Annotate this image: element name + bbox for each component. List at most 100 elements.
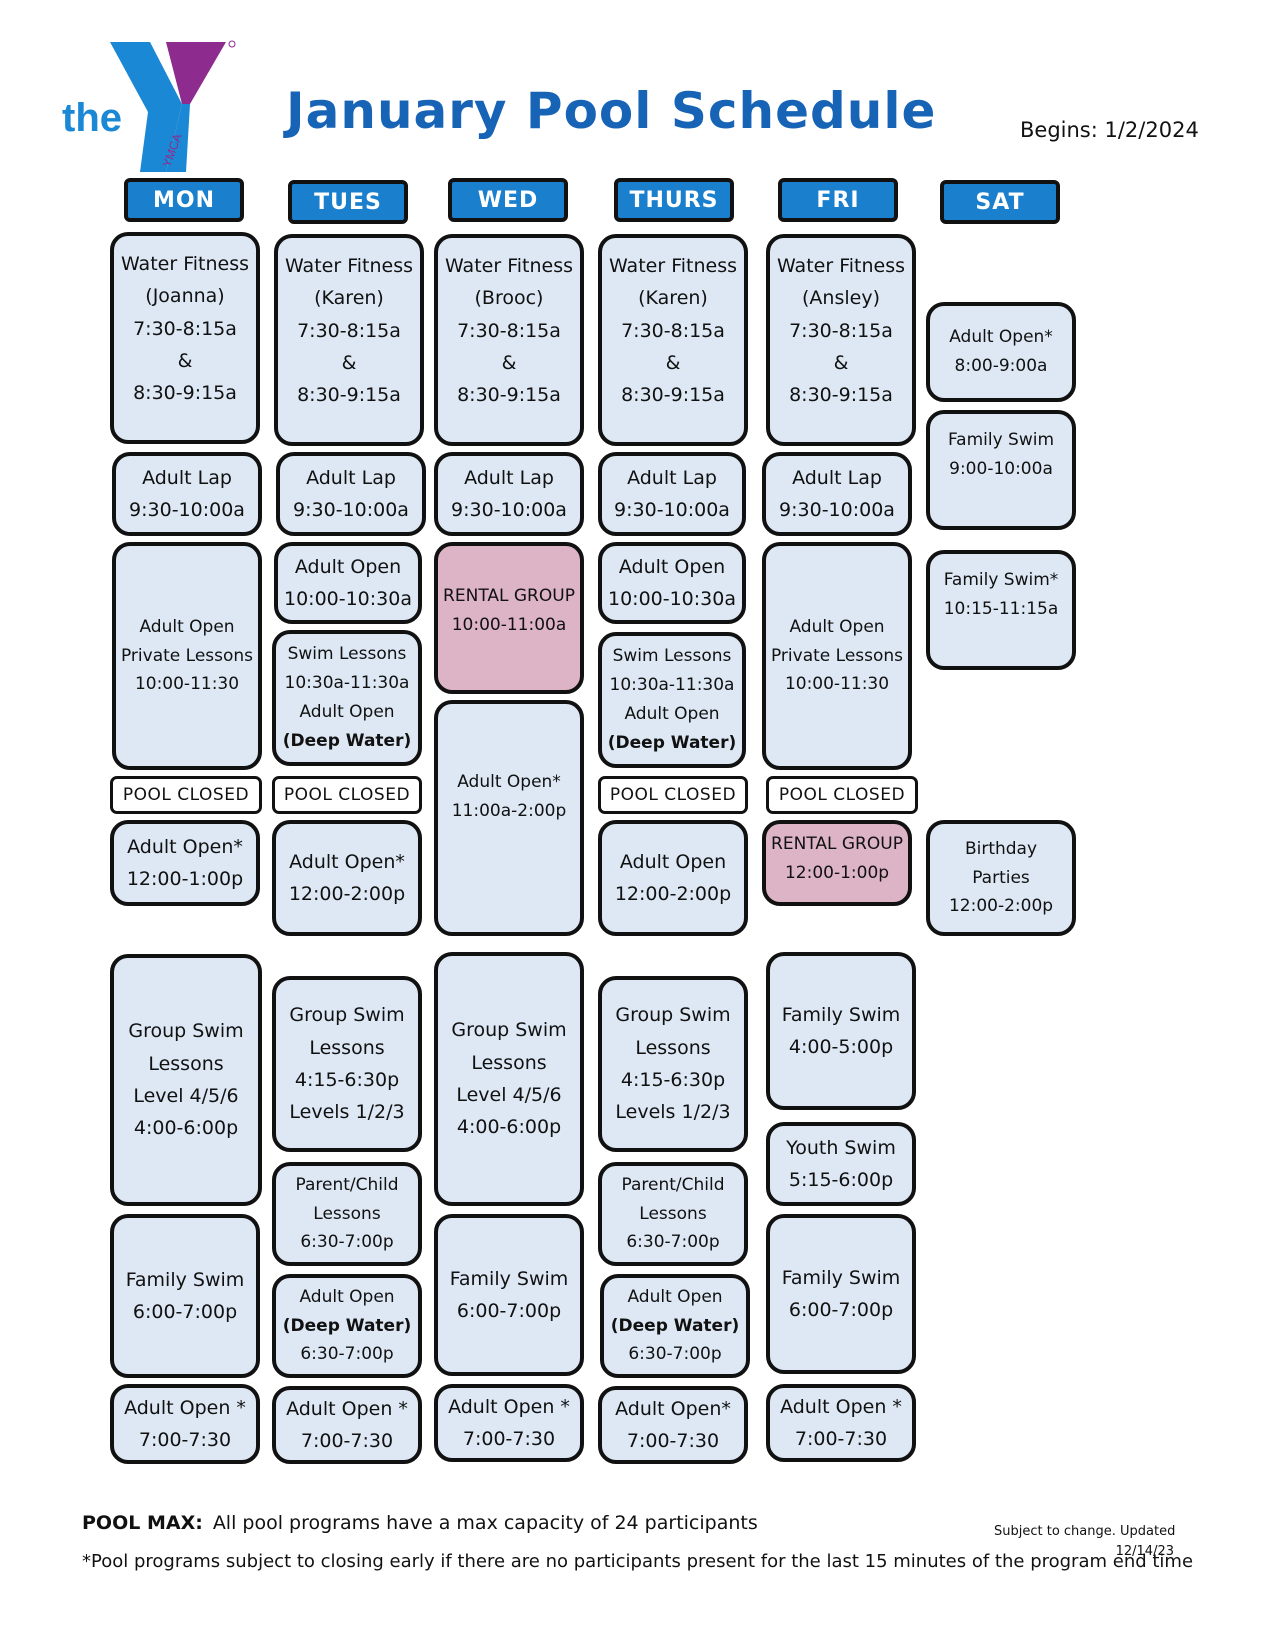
- event-line: Swim Lessons: [612, 646, 732, 667]
- event-line: Subject to change. Updated: [994, 1524, 1176, 1539]
- sat-family-swim-morning: Family Swim 9:00-10:00a: [926, 410, 1076, 530]
- event-line: 9:00-10:00a: [949, 458, 1053, 479]
- thu-water-fitness: Water Fitness(Karen)7:30-8:15a&8:30-9:15…: [598, 234, 748, 446]
- event-line: Water Fitness: [608, 255, 737, 277]
- tue-adult-open-deep: Adult Open(Deep Water)6:30-7:00p: [272, 1274, 422, 1378]
- wed-rental-group: RENTAL GROUP 10:00-11:00a: [434, 542, 584, 694]
- tue-adult-open: Adult Open 10:00-10:30a: [274, 542, 422, 624]
- event-line: 12:00-1:00p: [126, 868, 244, 890]
- event-line: 7:00-7:30: [462, 1428, 556, 1450]
- event-line: Levels 1/2/3: [615, 1101, 731, 1124]
- fri-water-fitness: Water Fitness(Ansley)7:30-8:15a&8:30-9:1…: [766, 234, 916, 446]
- mon-pool-closed: POOL CLOSED: [110, 776, 262, 814]
- event-line: 7:30-8:15a: [133, 317, 237, 340]
- event-line: 9:30-10:00a: [779, 499, 895, 521]
- wed-water-fitness: Water Fitness(Brooc)7:30-8:15a&8:30-9:15…: [434, 234, 584, 446]
- event-line: 10:00-10:30a: [283, 588, 412, 610]
- event-line: Group Swim: [615, 1004, 731, 1027]
- event-line: Lessons: [635, 1036, 711, 1059]
- event-line: Lessons: [639, 1203, 707, 1224]
- event-line: RENTAL GROUP: [443, 586, 575, 606]
- event-line: Adult Open: [139, 616, 235, 637]
- event-line: 10:00-11:00a: [451, 614, 567, 635]
- event-line: Adult Open*: [289, 850, 405, 873]
- day-header-mon: MON: [124, 178, 244, 222]
- event-line: 7:00-7:30: [794, 1428, 888, 1450]
- pool-max-text: All pool programs have a max capacity of…: [212, 1512, 758, 1534]
- event-line: Adult Open: [294, 555, 402, 578]
- event-line: 5:15-6:00p: [788, 1169, 894, 1191]
- event-line: (Deep Water): [607, 732, 737, 753]
- wed-adult-open-evening: Adult Open *7:00-7:30: [434, 1384, 584, 1462]
- event-line: Adult Open: [624, 704, 720, 724]
- event-line: 12:00-2:00p: [288, 883, 406, 905]
- event-line: Adult Open *: [780, 1395, 902, 1418]
- day-header-thurs: THURS: [614, 178, 734, 222]
- event-line: Adult Lap: [792, 466, 882, 489]
- event-line: Adult Open*: [457, 772, 561, 792]
- event-line: Family Swim: [781, 1003, 901, 1026]
- event-line: Adult Open*: [949, 327, 1053, 348]
- mon-adult-open-noon: Adult Open*12:00-1:00p: [110, 820, 260, 906]
- pool-max-label: POOL MAX:: [82, 1512, 203, 1534]
- event-line: &: [341, 351, 357, 374]
- event-line: Lessons: [313, 1203, 381, 1224]
- event-line: &: [501, 351, 517, 374]
- day-header-fri: FRI: [778, 178, 898, 222]
- tue-adult-open-noon: Adult Open* 12:00-2:00p: [272, 820, 422, 936]
- tue-pool-closed: POOL CLOSED: [272, 776, 422, 814]
- event-line: Adult Open: [627, 1286, 723, 1307]
- event-line: Lessons: [309, 1036, 385, 1059]
- event-line: Private Lessons: [770, 645, 904, 666]
- event-line: 12:00-2:00p: [948, 896, 1054, 917]
- event-line: 8:00-9:00a: [954, 356, 1048, 376]
- event-line: RENTAL GROUP: [771, 834, 903, 854]
- event-line: Water Fitness: [284, 255, 413, 277]
- event-line: (Karen): [638, 287, 708, 310]
- day-header-sat: SAT: [940, 180, 1060, 224]
- event-line: 6:00-7:00p: [788, 1299, 894, 1321]
- event-line: Parties: [972, 867, 1030, 888]
- event-line: 9:30-10:00a: [293, 499, 409, 521]
- event-line: (Deep Water): [282, 1315, 412, 1336]
- event-line: Group Swim: [451, 1019, 567, 1042]
- event-line: Family Swim: [125, 1268, 245, 1291]
- event-line: 10:30a-11:30a: [284, 673, 410, 694]
- event-line: 6:30-7:00p: [300, 1232, 394, 1253]
- event-line: Adult Open *: [286, 1397, 408, 1420]
- fri-adult-open-evening: Adult Open * 7:00-7:30: [766, 1384, 916, 1462]
- event-line: &: [665, 351, 681, 374]
- event-line: 8:30-9:15a: [457, 384, 561, 407]
- event-line: Family Swim: [947, 430, 1055, 450]
- event-line: 8:30-9:15a: [133, 382, 237, 405]
- event-line: 7:00-7:30: [138, 1429, 232, 1451]
- event-line: Adult Lap: [142, 466, 232, 489]
- event-line: 9:30-10:00a: [614, 499, 730, 521]
- event-line: 4:15-6:30p: [620, 1069, 726, 1091]
- event-line: Water Fitness: [444, 255, 573, 277]
- fri-adult-lap: Adult Lap 9:30-10:00a: [762, 452, 912, 536]
- begins-date: Begins: 1/2/2024: [1020, 118, 1199, 142]
- event-line: Level 4/5/6: [456, 1084, 562, 1106]
- day-header-tues: TUES: [288, 180, 408, 224]
- mon-water-fitness: Water Fitness (Joanna) 7:30-8:15a & 8:30…: [110, 232, 260, 444]
- event-line: Swim Lessons: [287, 644, 407, 665]
- event-line: 10:15-11:15a: [943, 598, 1059, 619]
- tue-water-fitness: Water Fitness(Karen)7:30-8:15a&8:30-9:15…: [274, 234, 424, 446]
- event-line: 6:30-7:00p: [626, 1232, 720, 1253]
- fri-pool-closed: POOL CLOSED: [766, 776, 918, 814]
- page-title: January Pool Schedule: [286, 82, 937, 140]
